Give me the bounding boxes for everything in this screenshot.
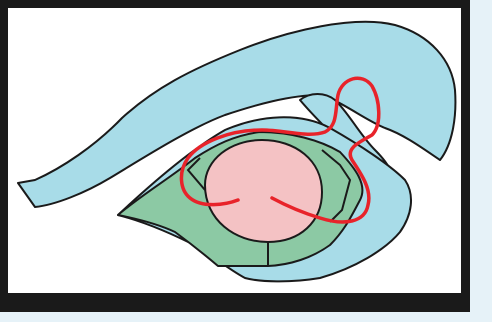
diagram-frame: [0, 0, 470, 312]
diagram-canvas: [0, 0, 470, 312]
